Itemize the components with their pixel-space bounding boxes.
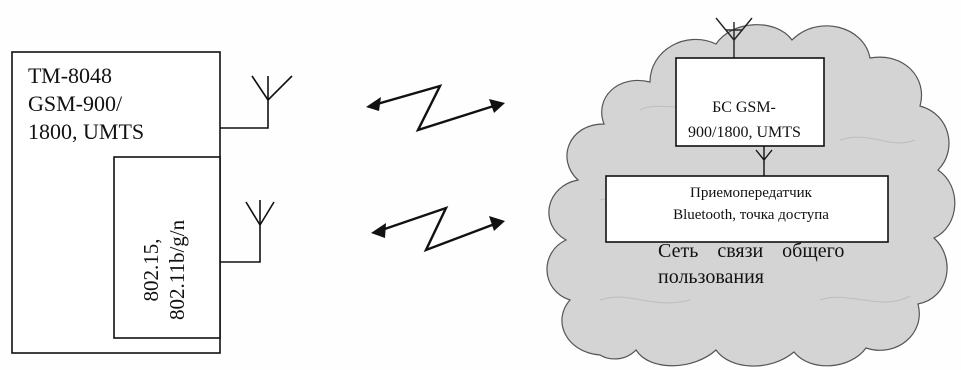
- wlan-module-label-line: 802.11b/g/n: [165, 219, 190, 320]
- terminal-label-line: ТМ-8048: [28, 63, 113, 88]
- radio-link-arrow-icon-2: [375, 205, 501, 253]
- network-label-line: Сеть связи общего: [658, 240, 845, 262]
- bs-transceiver-link: [755, 146, 773, 176]
- base-station-label-line: БС GSM-: [712, 99, 776, 116]
- wlan-antenna-icon: [220, 200, 275, 263]
- network-label: Сеть связи общего пользования: [658, 238, 844, 290]
- gsm-antenna-icon: [220, 75, 293, 129]
- radio-link-arrowheads: [366, 97, 505, 113]
- wlan-module-label-line: 802.15,: [139, 238, 163, 302]
- transceiver-label-line: Bluetooth, точка доступа: [673, 206, 829, 223]
- terminal-label-line: GSM-900/: [28, 91, 123, 117]
- terminal-label: ТМ-8048 GSM-900/ 1800, UMTS: [28, 62, 144, 146]
- radio-link-arrowheads-2: [371, 216, 505, 238]
- base-station-antenna-icon: [715, 17, 753, 60]
- radio-link-arrow-icon: [369, 84, 501, 133]
- transceiver-label: Приемопередатчик Bluetooth, точка доступ…: [620, 183, 882, 227]
- base-station-label: БС GSM- 900/1800, UMTS: [688, 96, 801, 146]
- transceiver-box: [605, 175, 889, 243]
- wlan-module-box: [113, 156, 221, 339]
- transceiver-label-line: Приемопередатчик: [690, 185, 812, 201]
- base-station-box: [675, 57, 825, 147]
- terminal-label-line: 1800, UMTS: [28, 119, 145, 145]
- network-label-line: пользования: [658, 266, 764, 288]
- wlan-module-label: 802.15, 802.11b/g/n: [138, 220, 191, 320]
- base-station-label-line: 900/1800, UMTS: [688, 123, 801, 141]
